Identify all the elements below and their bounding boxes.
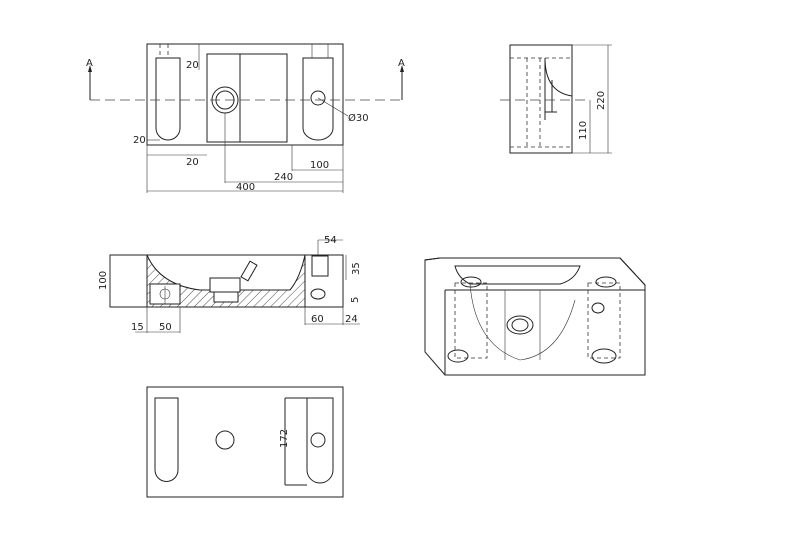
left-slot-bottom — [154, 397, 179, 482]
dim-15: 15 — [131, 322, 144, 333]
dim-24: 24 — [345, 314, 358, 325]
tap-hole-bottom — [310, 432, 326, 448]
right-slot-bottom — [285, 397, 334, 484]
dim-35: 35 — [351, 262, 362, 275]
drain-bottom — [215, 430, 235, 450]
isometric-view — [424, 257, 646, 376]
bowl-outline-top — [206, 53, 288, 143]
dim-100-side: 100 — [98, 271, 109, 290]
section-mark-right: A — [398, 58, 405, 69]
tap-hole-top — [310, 90, 326, 106]
iso-tap-hole — [591, 302, 605, 314]
left-slot-top — [155, 57, 181, 141]
dim-54: 54 — [324, 235, 337, 246]
dim-20-bottom: 20 — [186, 157, 199, 168]
dim-240: 240 — [274, 172, 293, 183]
dim-60: 60 — [311, 314, 324, 325]
bottom-view: 172 — [146, 386, 344, 498]
diameter-label: Ø30 — [348, 112, 369, 124]
dim-110: 110 — [578, 121, 589, 140]
dim-5: 5 — [350, 297, 361, 303]
section-view: 54 35 100 15 50 60 24 5 — [98, 235, 362, 333]
section-mark-left: A — [86, 58, 93, 69]
dim-20-left: 20 — [133, 135, 146, 146]
dim-20-top: 20 — [186, 60, 199, 71]
side-view: 220 110 — [500, 44, 612, 154]
dim-220: 220 — [596, 91, 607, 110]
dim-400: 400 — [236, 182, 255, 193]
dim-50: 50 — [159, 322, 172, 333]
iso-bowl-rim — [454, 265, 581, 285]
top-view: Ø30 A A 20 20 20 100 240 400 — [86, 43, 405, 193]
iso-outline — [424, 257, 646, 376]
dim-172: 172 — [279, 429, 290, 448]
side-outline — [509, 44, 573, 154]
right-slot-top — [302, 57, 334, 141]
iso-drain — [506, 315, 534, 335]
bottom-outline — [146, 386, 344, 498]
dim-100: 100 — [310, 160, 329, 171]
basin-outline-top — [146, 43, 344, 146]
